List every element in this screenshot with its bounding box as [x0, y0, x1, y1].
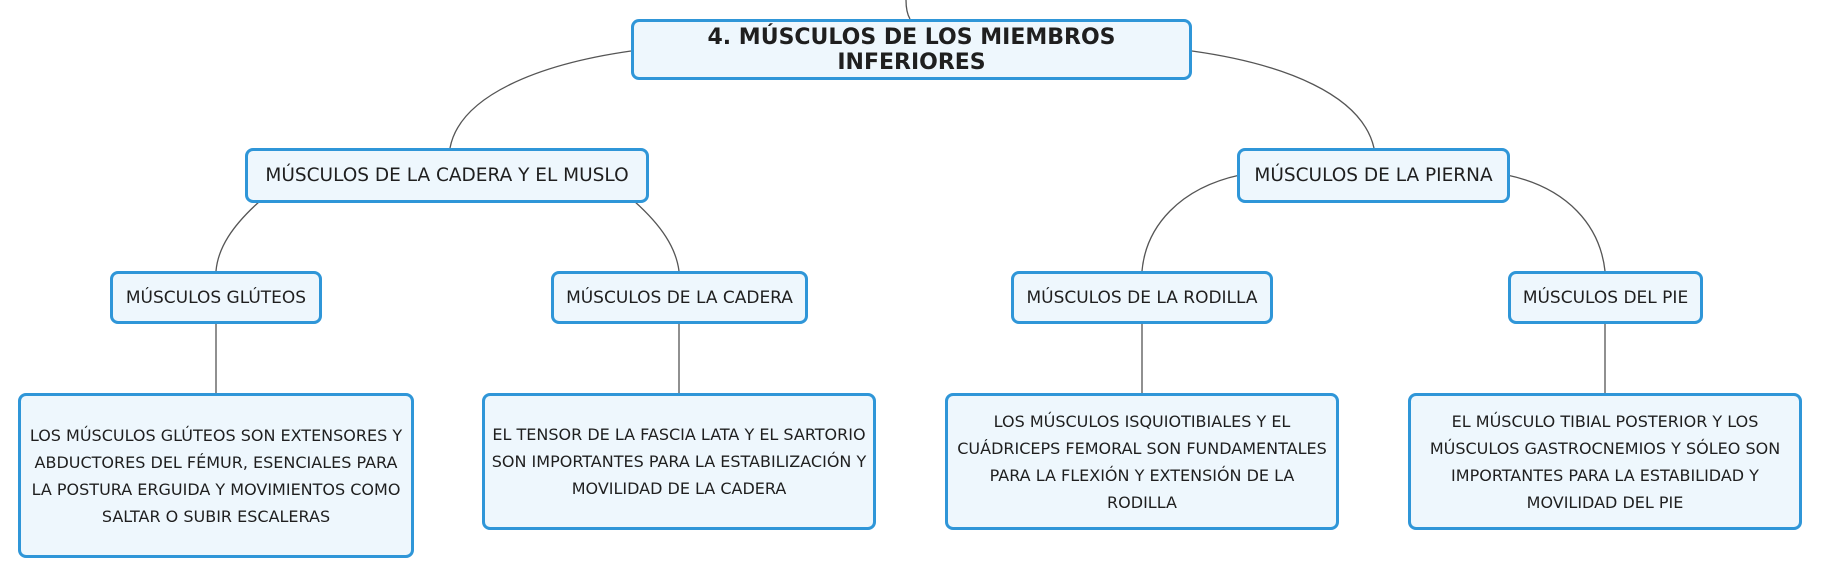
- subtopic-cadera[interactable]: MÚSCULOS DE LA CADERA: [551, 271, 808, 324]
- topic-cadera-muslo[interactable]: MÚSCULOS DE LA CADERA Y EL MUSLO: [245, 148, 649, 203]
- subtopic-cadera-label: MÚSCULOS DE LA CADERA: [566, 287, 793, 308]
- root-topic[interactable]: 4. MÚSCULOS DE LOS MIEMBROS INFERIORES: [631, 19, 1192, 80]
- subtopic-gluteos[interactable]: MÚSCULOS GLÚTEOS: [110, 271, 322, 324]
- detail-gluteos-text: LOS MÚSCULOS GLÚTEOS SON EXTENSORES Y AB…: [29, 425, 403, 526]
- subtopic-pie[interactable]: MÚSCULOS DEL PIE: [1508, 271, 1703, 324]
- detail-pie[interactable]: EL MÚSCULO TIBIAL POSTERIOR Y LOS MÚSCUL…: [1408, 393, 1802, 530]
- connector-root-parent: [905, 0, 911, 20]
- detail-cadera-text: EL TENSOR DE LA FASCIA LATA Y EL SARTORI…: [491, 425, 867, 498]
- subtopic-rodilla-label: MÚSCULOS DE LA RODILLA: [1026, 287, 1258, 308]
- topic-pierna[interactable]: MÚSCULOS DE LA PIERNA: [1237, 148, 1510, 203]
- root-topic-label: 4. MÚSCULOS DE LOS MIEMBROS INFERIORES: [707, 24, 1116, 75]
- detail-gluteos[interactable]: LOS MÚSCULOS GLÚTEOS SON EXTENSORES Y AB…: [18, 393, 414, 558]
- subtopic-pie-label: MÚSCULOS DEL PIE: [1522, 287, 1689, 308]
- detail-rodilla-text: LOS MÚSCULOS ISQUIOTIBIALES Y EL CUÁDRIC…: [957, 411, 1327, 512]
- topic-pierna-label: MÚSCULOS DE LA PIERNA: [1254, 165, 1493, 186]
- connector-root-cadera-muslo: [449, 50, 632, 149]
- detail-cadera[interactable]: EL TENSOR DE LA FASCIA LATA Y EL SARTORI…: [482, 393, 876, 530]
- subtopic-rodilla[interactable]: MÚSCULOS DE LA RODILLA: [1011, 271, 1273, 324]
- topic-cadera-muslo-label: MÚSCULOS DE LA CADERA Y EL MUSLO: [265, 165, 629, 186]
- connector-cadera-muslo-gluteos: [215, 200, 261, 272]
- connector-pierna-pie: [1506, 174, 1606, 272]
- subtopic-gluteos-label: MÚSCULOS GLÚTEOS: [125, 287, 307, 308]
- connector-cadera-muslo-cadera: [633, 200, 680, 272]
- detail-rodilla[interactable]: LOS MÚSCULOS ISQUIOTIBIALES Y EL CUÁDRIC…: [945, 393, 1339, 530]
- detail-pie-text: EL MÚSCULO TIBIAL POSTERIOR Y LOS MÚSCUL…: [1429, 411, 1781, 512]
- connector-pierna-rodilla: [1141, 174, 1241, 272]
- connector-root-pierna: [1191, 50, 1375, 149]
